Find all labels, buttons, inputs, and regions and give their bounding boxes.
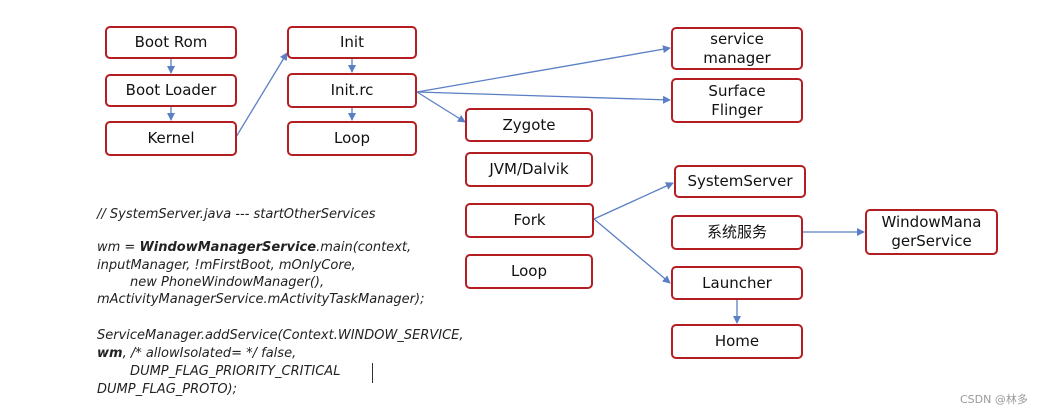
surface-flinger-node: Surface Flinger <box>671 78 803 123</box>
code-line-args-1: inputManager, !mFirstBoot, mOnlyCore, <box>97 258 356 273</box>
code-line-wm-main: wm = WindowManagerService.main(context, <box>97 239 411 256</box>
code-wms-class: WindowManagerService <box>139 240 317 255</box>
arrow-fork-to-systemserver <box>593 182 674 220</box>
code-line-args-3: mActivityManagerService.mActivityTaskMan… <box>97 292 425 307</box>
init-node: Init <box>287 26 417 59</box>
loop-bottom-node: Loop <box>465 254 593 289</box>
init-rc-label: Init.rc <box>330 81 374 99</box>
code-line-flag-critical: DUMP_FLAG_PRIORITY_CRITICAL <box>97 364 341 379</box>
code-line-flag-proto: DUMP_FLAG_PROTO); <box>97 382 237 397</box>
code-main-call: .main(context, <box>316 240 412 255</box>
code-line-addservice: ServiceManager.addService(Context.WINDOW… <box>97 328 464 343</box>
code-pipe-separator <box>372 363 373 383</box>
loop-bottom-label: Loop <box>511 262 547 280</box>
system-services-node: 系统服务 <box>671 215 803 250</box>
window-manager-service-label: WindowMana gerService <box>881 213 982 250</box>
boot-rom-label: Boot Rom <box>134 33 208 51</box>
boot-loader-node: Boot Loader <box>105 74 237 107</box>
arrow-initrc-to-surfaceflinger <box>416 91 671 104</box>
zygote-node: Zygote <box>465 108 593 142</box>
jvm-dalvik-label: JVM/Dalvik <box>489 160 569 178</box>
code-wm-prefix: wm = <box>97 240 140 255</box>
launcher-node: Launcher <box>671 266 803 300</box>
csdn-watermark: CSDN @林多 <box>960 393 1028 406</box>
service-manager-node: service manager <box>671 27 803 70</box>
init-rc-node: Init.rc <box>287 73 417 108</box>
code-line-args-2: new PhoneWindowManager(), <box>97 275 325 290</box>
launcher-label: Launcher <box>702 273 772 292</box>
code-comment-line: // SystemServer.java --- startOtherServi… <box>97 207 376 222</box>
system-server-label: SystemServer <box>687 172 793 190</box>
home-node: Home <box>671 324 803 359</box>
home-label: Home <box>714 332 760 350</box>
arrow-kernel-to-init <box>235 52 288 138</box>
boot-loader-label: Boot Loader <box>125 81 217 99</box>
init-label: Init <box>340 33 364 51</box>
code-line-wm-arg: wm, /* allowIsolated= */ false, <box>97 345 296 362</box>
loop-top-node: Loop <box>287 121 417 156</box>
arrow-initrc-to-zygote <box>416 91 466 123</box>
window-manager-service-node: WindowMana gerService <box>865 209 998 255</box>
surface-flinger-label: Surface Flinger <box>708 81 766 119</box>
service-manager-label: service manager <box>703 29 771 67</box>
kernel-node: Kernel <box>105 121 237 156</box>
boot-rom-node: Boot Rom <box>105 26 237 59</box>
arrow-initrc-to-servicemanager <box>416 45 671 93</box>
code-wm-var: wm <box>97 346 123 361</box>
kernel-label: Kernel <box>147 129 195 147</box>
arrow-fork-to-launcher <box>593 218 671 284</box>
loop-top-label: Loop <box>334 129 370 147</box>
system-server-node: SystemServer <box>674 165 806 198</box>
fork-node: Fork <box>465 203 594 238</box>
system-services-label: 系统服务 <box>706 223 767 241</box>
fork-label: Fork <box>513 211 546 229</box>
jvm-dalvik-node: JVM/Dalvik <box>465 152 593 187</box>
code-isolated-arg: , /* allowIsolated= */ false, <box>122 346 297 361</box>
zygote-label: Zygote <box>502 115 556 134</box>
